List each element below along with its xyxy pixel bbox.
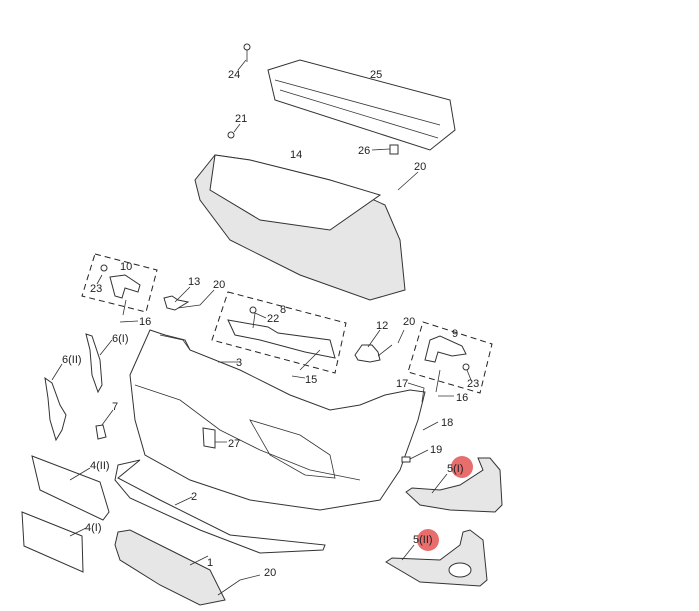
callout-5-ii: 5(II) — [413, 534, 433, 546]
callout-9: 9 — [452, 328, 458, 340]
callout-16: 16 — [456, 392, 468, 404]
part-3-bumper-fascia[interactable] — [129, 329, 426, 511]
part-21-clip[interactable] — [227, 131, 235, 139]
callout-3: 3 — [236, 357, 242, 369]
callout-26: 26 — [358, 145, 370, 157]
callout-20: 20 — [264, 567, 276, 579]
callout-19: 19 — [430, 444, 442, 456]
group-9-outline — [407, 321, 493, 394]
callout-22: 22 — [267, 313, 279, 325]
callout-15: 15 — [305, 374, 317, 386]
highlight-marker-5-i — [451, 456, 473, 478]
callout-4-i: 4(I) — [85, 522, 102, 534]
callout-10: 10 — [120, 261, 132, 273]
part-2-lower-trim[interactable] — [114, 459, 326, 554]
callout-27: 27 — [228, 438, 240, 450]
part-6-ii-bracket[interactable] — [44, 376, 67, 442]
callout-6-i: 6(I) — [112, 333, 129, 345]
callout-20: 20 — [403, 316, 415, 328]
callout-16: 16 — [139, 316, 151, 328]
part-12-sensor[interactable] — [354, 344, 381, 363]
callout-20: 20 — [213, 279, 225, 291]
part-10-bracket[interactable] — [109, 274, 141, 299]
part-19-clip[interactable] — [401, 456, 411, 463]
callout-1: 1 — [207, 557, 213, 569]
part-4-i-plate-bracket[interactable] — [21, 511, 84, 573]
highlight-marker-5-ii — [417, 529, 439, 551]
callout-5-i: 5(I) — [447, 463, 464, 475]
part-5-i-grille-insert[interactable] — [405, 457, 503, 513]
part-14-grille[interactable] — [194, 154, 406, 301]
part-7-bracket[interactable] — [95, 424, 107, 440]
part-8-absorber[interactable] — [227, 319, 336, 359]
callout-25: 25 — [370, 69, 382, 81]
part-26-nut[interactable] — [389, 144, 399, 155]
callout-24: 24 — [228, 69, 240, 81]
part-24-bolt[interactable] — [237, 43, 251, 71]
callout-4-ii: 4(II) — [90, 460, 110, 472]
callout-23: 23 — [90, 283, 102, 295]
part-27-tow-cover[interactable] — [202, 427, 216, 449]
callout-labels: 24 25 21 14 26 20 10 23 16 13 20 8 22 3 … — [62, 69, 479, 579]
part-9-bracket[interactable] — [424, 335, 467, 363]
group-10-outline — [81, 253, 158, 313]
callout-2: 2 — [191, 491, 197, 503]
part-4-ii-plate-bracket[interactable] — [31, 455, 110, 521]
callout-17: 17 — [396, 378, 408, 390]
part-1-lower-deflector[interactable] — [114, 529, 226, 606]
callout-6-ii: 6(II) — [62, 354, 82, 366]
part-25-impact-bar[interactable] — [267, 59, 456, 151]
callout-13: 13 — [188, 276, 200, 288]
part-6-i-bracket[interactable] — [85, 333, 103, 394]
callout-7: 7 — [112, 401, 118, 413]
part-13-bracket[interactable] — [163, 295, 190, 311]
callout-23: 23 — [467, 378, 479, 390]
group-8-outline — [211, 291, 347, 374]
callout-21: 21 — [235, 113, 247, 125]
callout-18: 18 — [441, 417, 453, 429]
callout-20: 20 — [414, 161, 426, 173]
callout-8: 8 — [280, 304, 286, 316]
callout-12: 12 — [376, 320, 388, 332]
callout-14: 14 — [290, 149, 302, 161]
